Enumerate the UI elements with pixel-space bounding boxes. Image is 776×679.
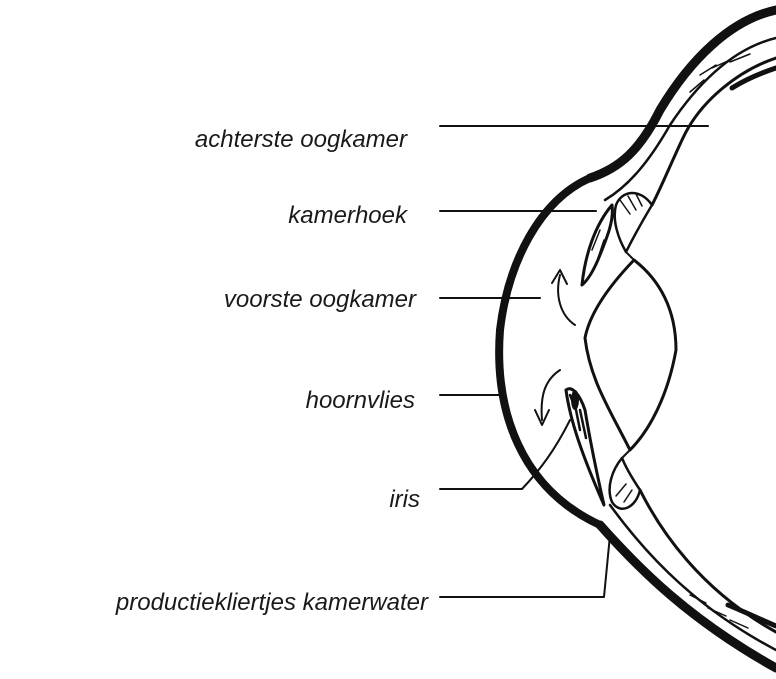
- sclera-outer-line: [590, 10, 776, 178]
- choroid-lower-inner-line: [610, 505, 776, 650]
- zonule-upper: [626, 252, 634, 260]
- iris-lower-dark-spot: [571, 390, 579, 410]
- cornea-line: [499, 178, 600, 525]
- iris-lower: [566, 389, 604, 505]
- leader-line-productiekliertjes: [440, 535, 610, 597]
- label-kamerhoek: kamerhoek: [288, 204, 407, 228]
- ciliary-body-upper: [615, 193, 652, 252]
- label-achterste-oogkamer: achterste oogkamer: [195, 128, 407, 152]
- zonule-lower: [622, 450, 630, 458]
- label-voorste-oogkamer: voorste oogkamer: [224, 288, 416, 312]
- label-hoornvlies: hoornvlies: [306, 389, 415, 413]
- iris-upper: [582, 205, 612, 285]
- label-iris: iris: [389, 488, 420, 512]
- label-productiekliertjes-kamerwater: productiekliertjes kamerwater: [116, 591, 428, 615]
- leader-line-iris: [440, 420, 570, 489]
- lens-outline: [585, 260, 676, 450]
- sclera-lower-line: [600, 525, 776, 668]
- ciliary-hatching-lower: [616, 484, 632, 502]
- choroid-lower-line: [640, 490, 776, 632]
- aqueous-flow-arrow-lower: [542, 370, 560, 420]
- choroid-upper-line: [652, 58, 776, 205]
